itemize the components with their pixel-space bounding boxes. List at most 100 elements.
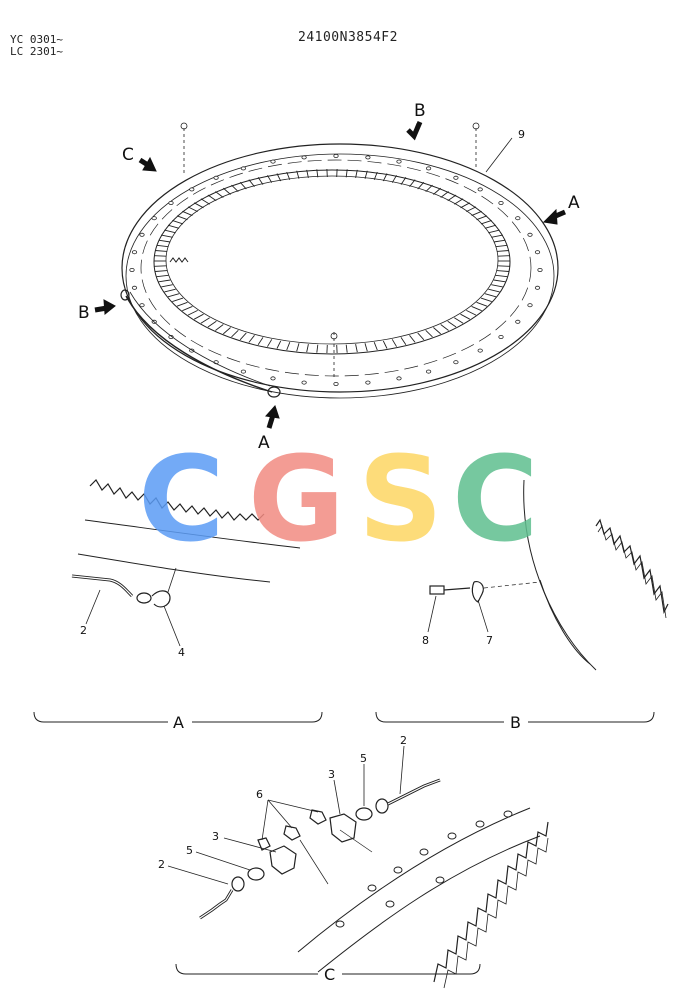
gear-ring-inner [165,175,499,345]
marker-a-right: A [568,193,580,213]
detail-b-ring-edge2 [539,579,591,665]
gear-tooth [223,187,231,195]
detail-b-bolt-shank [443,587,471,591]
bolt-hole [270,376,276,381]
gear-tooth [248,335,255,343]
callout-adapter-c2: 3 [212,830,219,843]
leader-nipple-c3 [261,799,269,841]
gear-tooth [231,184,239,193]
bracket-c-right [342,963,481,975]
detail-c-adapter-upper [329,813,357,843]
view-arrows [94,121,566,429]
detail-c-ring-edge1 [297,807,531,953]
bolt-hole [301,380,307,385]
gear-tooth [187,206,198,213]
arrow-a-bottom-head [265,405,280,419]
gear-tooth [155,270,168,272]
bolt-hole [498,334,504,339]
gear-tooth [156,244,169,248]
gear-tooth [493,279,506,283]
marker-b-top: B [414,101,426,121]
arrow-b-top [406,121,423,141]
arrow-b-left-head [103,299,116,315]
bracket-c-left [175,963,318,975]
gear-tooth [497,265,510,267]
section-label-b: B [510,713,521,732]
detail-c-pipe-lower-core [199,889,233,919]
bracket-a-left [33,711,168,723]
leader-bolt-b [427,595,437,633]
bolt-hole [477,348,483,353]
watermark-letter-1: C [138,430,225,568]
detail-b-bolt-head [429,585,445,595]
detail-a-fitting-stem [167,567,177,593]
gear-tooth [425,184,433,193]
gear-tooth [193,202,204,209]
bolt-hole [333,153,339,158]
marker-c-left: C [122,145,134,165]
gear-tooth [248,179,255,187]
detail-c-axis-upper [339,829,373,853]
gear-tooth [239,332,247,341]
bolt-hole [365,155,371,160]
gear-tooth [471,210,482,217]
bolt-hole [213,175,219,180]
detail-b-washer [471,581,484,603]
gear-tooth [466,206,477,213]
bolt-hole [129,267,135,272]
leader-cap-c2 [195,851,251,871]
bolt-hole [131,250,138,255]
gear-tooth [400,337,407,345]
callout-adapter-c1: 3 [328,768,335,781]
gear-tooth [167,293,180,298]
detail-c-axis-lower [299,839,329,885]
gear-tooth [267,339,273,347]
gear-tooth [156,274,169,278]
gear-tooth [286,342,291,351]
gear-tooth [440,324,449,331]
bolt-hole [365,380,371,385]
detail-b-gear-teeth-back [597,525,667,619]
gear-tooth [155,250,168,252]
marker-b-left: B [78,303,90,323]
gear-tooth [355,344,358,353]
bracket-b-left [375,711,504,723]
leader-nipple-c2 [267,799,293,829]
gear-tooth [187,309,198,316]
section-label-a: A [173,713,184,732]
bolt-hole [527,303,533,308]
bolt-hole [537,267,543,272]
detail-b-centerline [483,581,541,589]
bolt-hole [168,200,174,205]
internal-gear-teeth [154,168,510,354]
detail-c-bolt-hole [335,920,345,928]
marker-a-bottom: A [258,433,270,453]
gear-tooth [454,198,464,205]
bolt-hole [396,159,402,164]
watermark: C G S C [138,430,539,568]
gear-tooth [207,320,217,328]
bolt-hole [477,187,483,192]
gear-tooth [306,344,309,353]
gear-tooth [391,339,397,347]
gear-tooth [373,342,378,351]
gear-tooth [495,274,508,278]
callout-nipple-c: 6 [256,788,263,801]
gear-tooth [466,309,477,316]
detail-c-bolt-hole [447,832,457,840]
detail-a-gear-teeth [89,479,265,521]
model-range: YC 0301~ LC 2301~ [10,34,63,58]
gear-tooth [200,317,210,324]
detail-a-ring-edge1 [84,519,301,549]
callout-bolt-b: 8 [422,634,429,647]
bolt-hole [168,334,174,339]
gear-tooth [161,234,173,238]
detail-c-nut-lower [231,876,245,892]
gear-tooth [182,305,193,312]
bolt-hole [527,232,533,237]
detail-c-bolt-hole [385,900,395,908]
detail-c-cap-lower [247,867,265,881]
leader-pipe-a [85,589,101,625]
gear-tooth [182,210,193,217]
leader-pipe-c1 [399,745,405,795]
